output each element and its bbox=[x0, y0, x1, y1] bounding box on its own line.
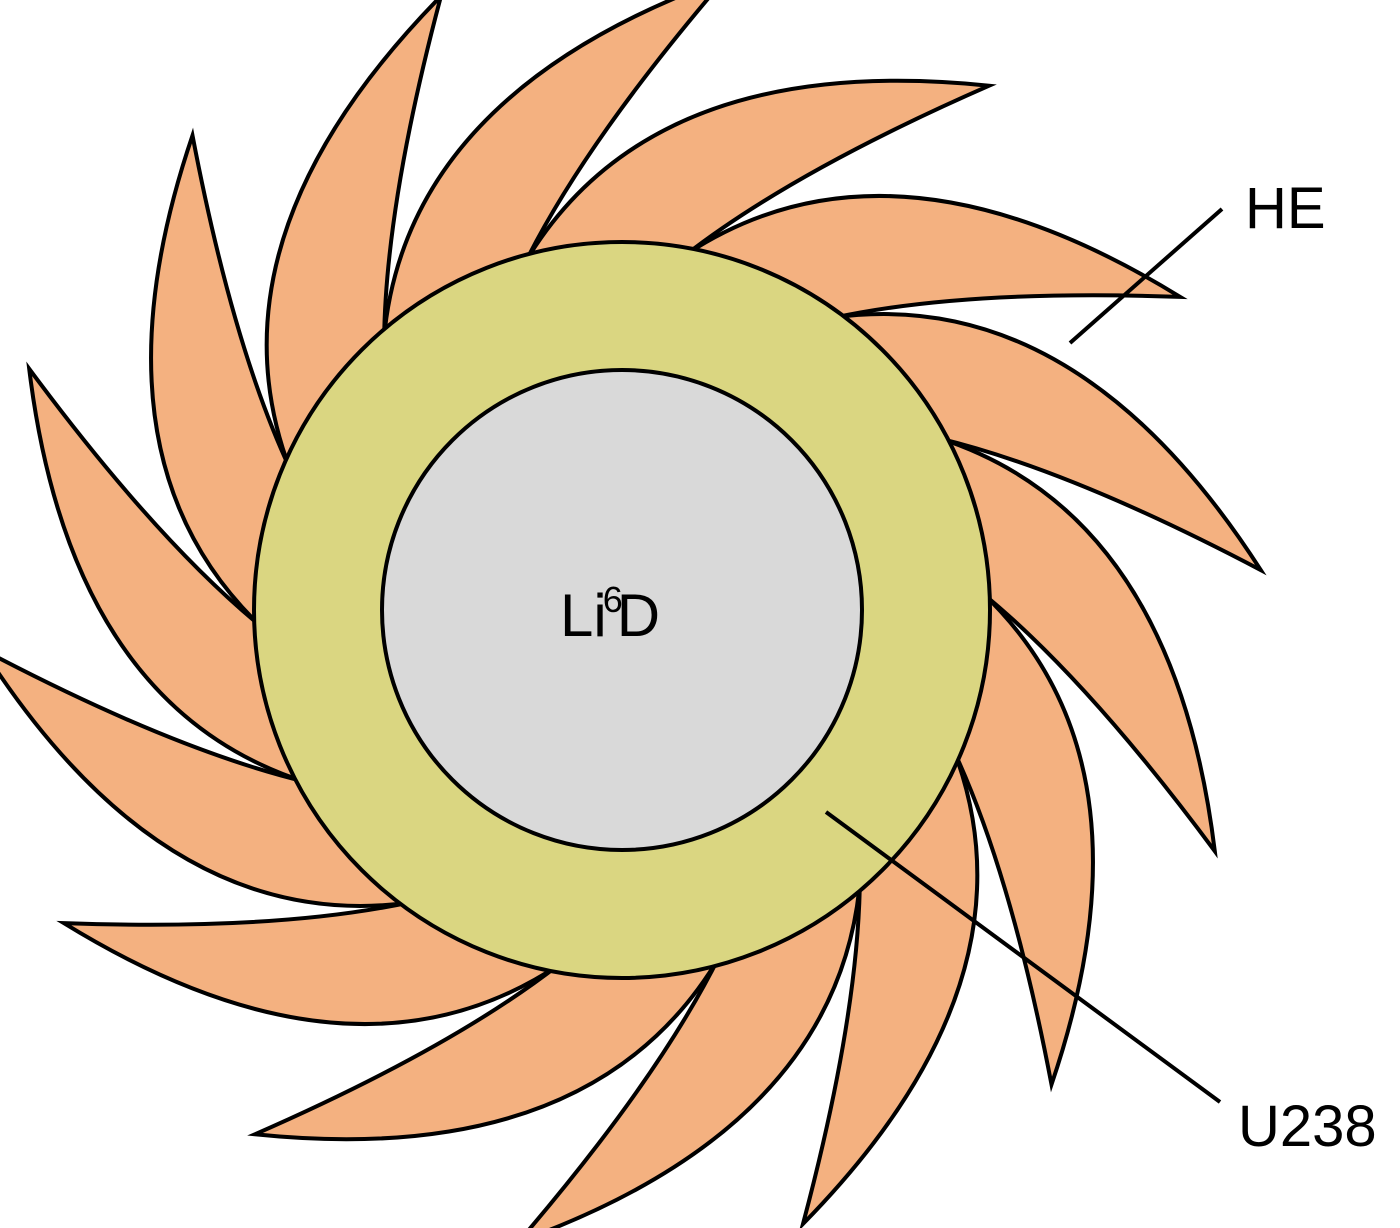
he-leader-line bbox=[1068, 207, 1224, 345]
he-petal bbox=[264, 0, 443, 475]
he-petal bbox=[26, 361, 309, 786]
he-petal bbox=[951, 588, 1095, 1093]
high-explosive-petals bbox=[0, 0, 1267, 1228]
he-petal bbox=[520, 78, 997, 266]
he-petal bbox=[0, 656, 416, 908]
he-petal bbox=[799, 745, 980, 1228]
u238-leader-line bbox=[824, 810, 1222, 1104]
core-label-main: Li bbox=[560, 582, 607, 649]
he-petal bbox=[527, 876, 863, 1228]
li6d-core bbox=[380, 368, 864, 852]
core-label-tail: D bbox=[617, 582, 660, 649]
he-petal bbox=[381, 0, 710, 344]
he-label: HE bbox=[1245, 176, 1326, 241]
he-petal bbox=[247, 954, 724, 1142]
core-label-superscript: 6 bbox=[603, 579, 623, 620]
core-label: Li6D bbox=[560, 579, 660, 649]
he-petal bbox=[935, 434, 1218, 859]
he-petal bbox=[149, 127, 293, 632]
u238-label: U238 bbox=[1238, 1094, 1377, 1159]
he-petal bbox=[680, 194, 1188, 321]
he-petal bbox=[56, 899, 564, 1026]
he-petal bbox=[828, 312, 1267, 576]
